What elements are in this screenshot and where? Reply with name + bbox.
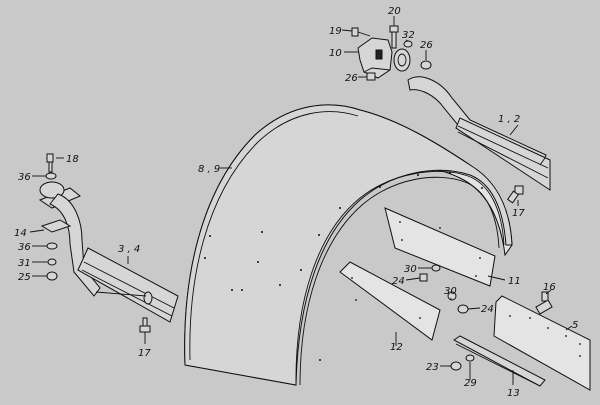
callout-23: 23: [426, 362, 439, 373]
callout-17a: 17: [512, 208, 525, 219]
nut-30b-part: [447, 291, 457, 301]
callout-labels: 20 19 32 10 26 26 1 , 2 17 8 , 9 18 36 1…: [14, 6, 578, 399]
callout-26a: 26: [420, 40, 433, 51]
callout-12: 12: [390, 342, 403, 353]
callout-1-2: 1 , 2: [498, 114, 520, 125]
callout-10: 10: [329, 48, 342, 59]
nut-26a-part: [420, 60, 432, 70]
bolt-16-part: [535, 291, 553, 315]
callout-26b: 26: [345, 73, 358, 84]
callout-20: 20: [388, 6, 401, 17]
nut-30a-part: [431, 264, 441, 272]
callout-32: 32: [402, 30, 415, 41]
callout-8-9: 8 , 9: [198, 164, 220, 175]
callout-14: 14: [14, 228, 27, 239]
callout-13: 13: [507, 388, 520, 399]
callout-29: 29: [464, 378, 477, 389]
washer-29-part: [465, 354, 475, 362]
leader-lines: [29, 16, 573, 385]
bolt-20-part: [389, 25, 399, 49]
nut-24b-part: [457, 304, 469, 314]
nut-24a-part: [419, 273, 428, 282]
callout-36a: 36: [18, 172, 31, 183]
callout-17b: 17: [138, 348, 151, 359]
plate-12-part: [339, 261, 441, 341]
callout-19: 19: [329, 26, 342, 37]
bolt-17b-part: [139, 317, 151, 333]
callout-24b: 24: [481, 304, 494, 315]
tube-1-2-part: [407, 76, 551, 191]
stack-parts-left: [40, 153, 72, 281]
callout-3-4: 3 , 4: [118, 244, 140, 255]
strip-13-part: [453, 335, 546, 387]
callout-5: 5: [572, 320, 578, 331]
callout-16: 16: [543, 282, 556, 293]
callout-11: 11: [508, 276, 521, 287]
bolt-19-part: [351, 27, 371, 37]
mudflap-5-part: [493, 295, 591, 391]
callout-24a: 24: [392, 276, 405, 287]
plate-11-part: [384, 207, 496, 287]
callout-30a: 30: [404, 264, 417, 275]
fender-part: [184, 104, 513, 386]
tube-3-4-part: [38, 181, 179, 323]
bracket-10-part: [357, 37, 411, 79]
nut-26b-part: [366, 72, 376, 81]
callout-25: 25: [18, 272, 31, 283]
bolt-17a-part: [506, 185, 524, 204]
callout-30b: 30: [444, 286, 457, 297]
callout-36b: 36: [18, 242, 31, 253]
nut-23-part: [450, 361, 462, 371]
callout-31: 31: [18, 258, 31, 269]
washer-32-part: [403, 40, 413, 48]
callout-18: 18: [66, 154, 79, 165]
